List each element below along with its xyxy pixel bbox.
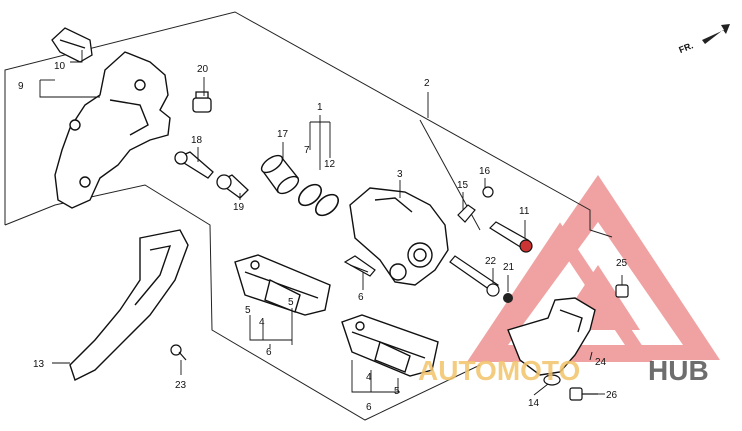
- piston-seal: [297, 183, 323, 207]
- callout-19: 17: [277, 129, 289, 140]
- callout-21: 19: [233, 202, 245, 213]
- callout-18: 16: [479, 166, 491, 177]
- front-direction-label: FR.: [677, 40, 694, 55]
- callout-17: 15: [457, 180, 469, 191]
- callout-2: 2: [424, 78, 430, 89]
- callout-26: 24: [595, 357, 607, 368]
- disc-cover: [69, 229, 189, 381]
- watermark-text: AUTOMOTO HUB: [418, 355, 709, 386]
- leader-lines: [39, 50, 623, 396]
- callout-12: 10: [54, 61, 66, 72]
- watermark-text-left: AUTOMOTO: [418, 355, 580, 386]
- bleeder-cap: [482, 186, 494, 198]
- callout-5b: 5: [394, 386, 400, 397]
- bleeder-valve: [457, 204, 476, 223]
- callout-22: 20: [197, 64, 209, 75]
- brake-pad-upper: [234, 254, 331, 316]
- pin-bolt: [174, 151, 214, 179]
- pin-plug: [503, 293, 513, 303]
- callout-10: 7: [304, 145, 310, 156]
- brake-pad-lower: [341, 314, 439, 377]
- callout-28: 26: [606, 390, 618, 401]
- dust-seal: [314, 193, 340, 217]
- pad-pin: [489, 221, 533, 253]
- pad-spring: [343, 255, 376, 277]
- callout-3: 3: [397, 169, 403, 180]
- callout-5a: 5: [288, 297, 294, 308]
- callout-24: 22: [485, 256, 497, 267]
- front-arrow-icon: [702, 24, 730, 44]
- caliper-bracket: [54, 51, 171, 209]
- callout-4a: 4: [259, 317, 265, 328]
- cover-screw: [170, 344, 187, 361]
- callout-15: 13: [33, 359, 45, 370]
- callout-13: 11: [519, 206, 530, 217]
- callout-4b: 4: [366, 372, 372, 383]
- callout-labels: 9 10 20 18 19 17 1 7 12 2 3 15 16 11 22 …: [18, 61, 628, 413]
- flange-bolt: [192, 91, 212, 113]
- slide-pin-bolt: [216, 174, 249, 199]
- callout-9: 6: [358, 292, 364, 303]
- watermark-text-right: HUB: [648, 355, 709, 386]
- stopper-bracket: [507, 297, 596, 376]
- callout-1: 1: [317, 102, 323, 113]
- callout-16: 14: [528, 398, 540, 409]
- callout-20: 18: [191, 135, 203, 146]
- callout-27: 25: [616, 258, 628, 269]
- front-direction-indicator: FR.: [677, 24, 730, 55]
- caliper-body: [349, 187, 449, 286]
- hanger-pin: [449, 255, 500, 297]
- callout-7: 6: [366, 402, 372, 413]
- collar: [543, 374, 561, 386]
- bracket-bolt-top: [615, 284, 629, 298]
- callout-8: 6: [266, 347, 272, 358]
- bracket-bolt-bottom: [569, 387, 598, 401]
- callout-6: 5: [245, 305, 251, 316]
- caliper-piston: [260, 154, 300, 195]
- callout-14: 12: [324, 159, 336, 170]
- callout-23: 21: [503, 262, 515, 273]
- callout-25: 23: [175, 380, 187, 391]
- callout-11: 9: [18, 81, 24, 92]
